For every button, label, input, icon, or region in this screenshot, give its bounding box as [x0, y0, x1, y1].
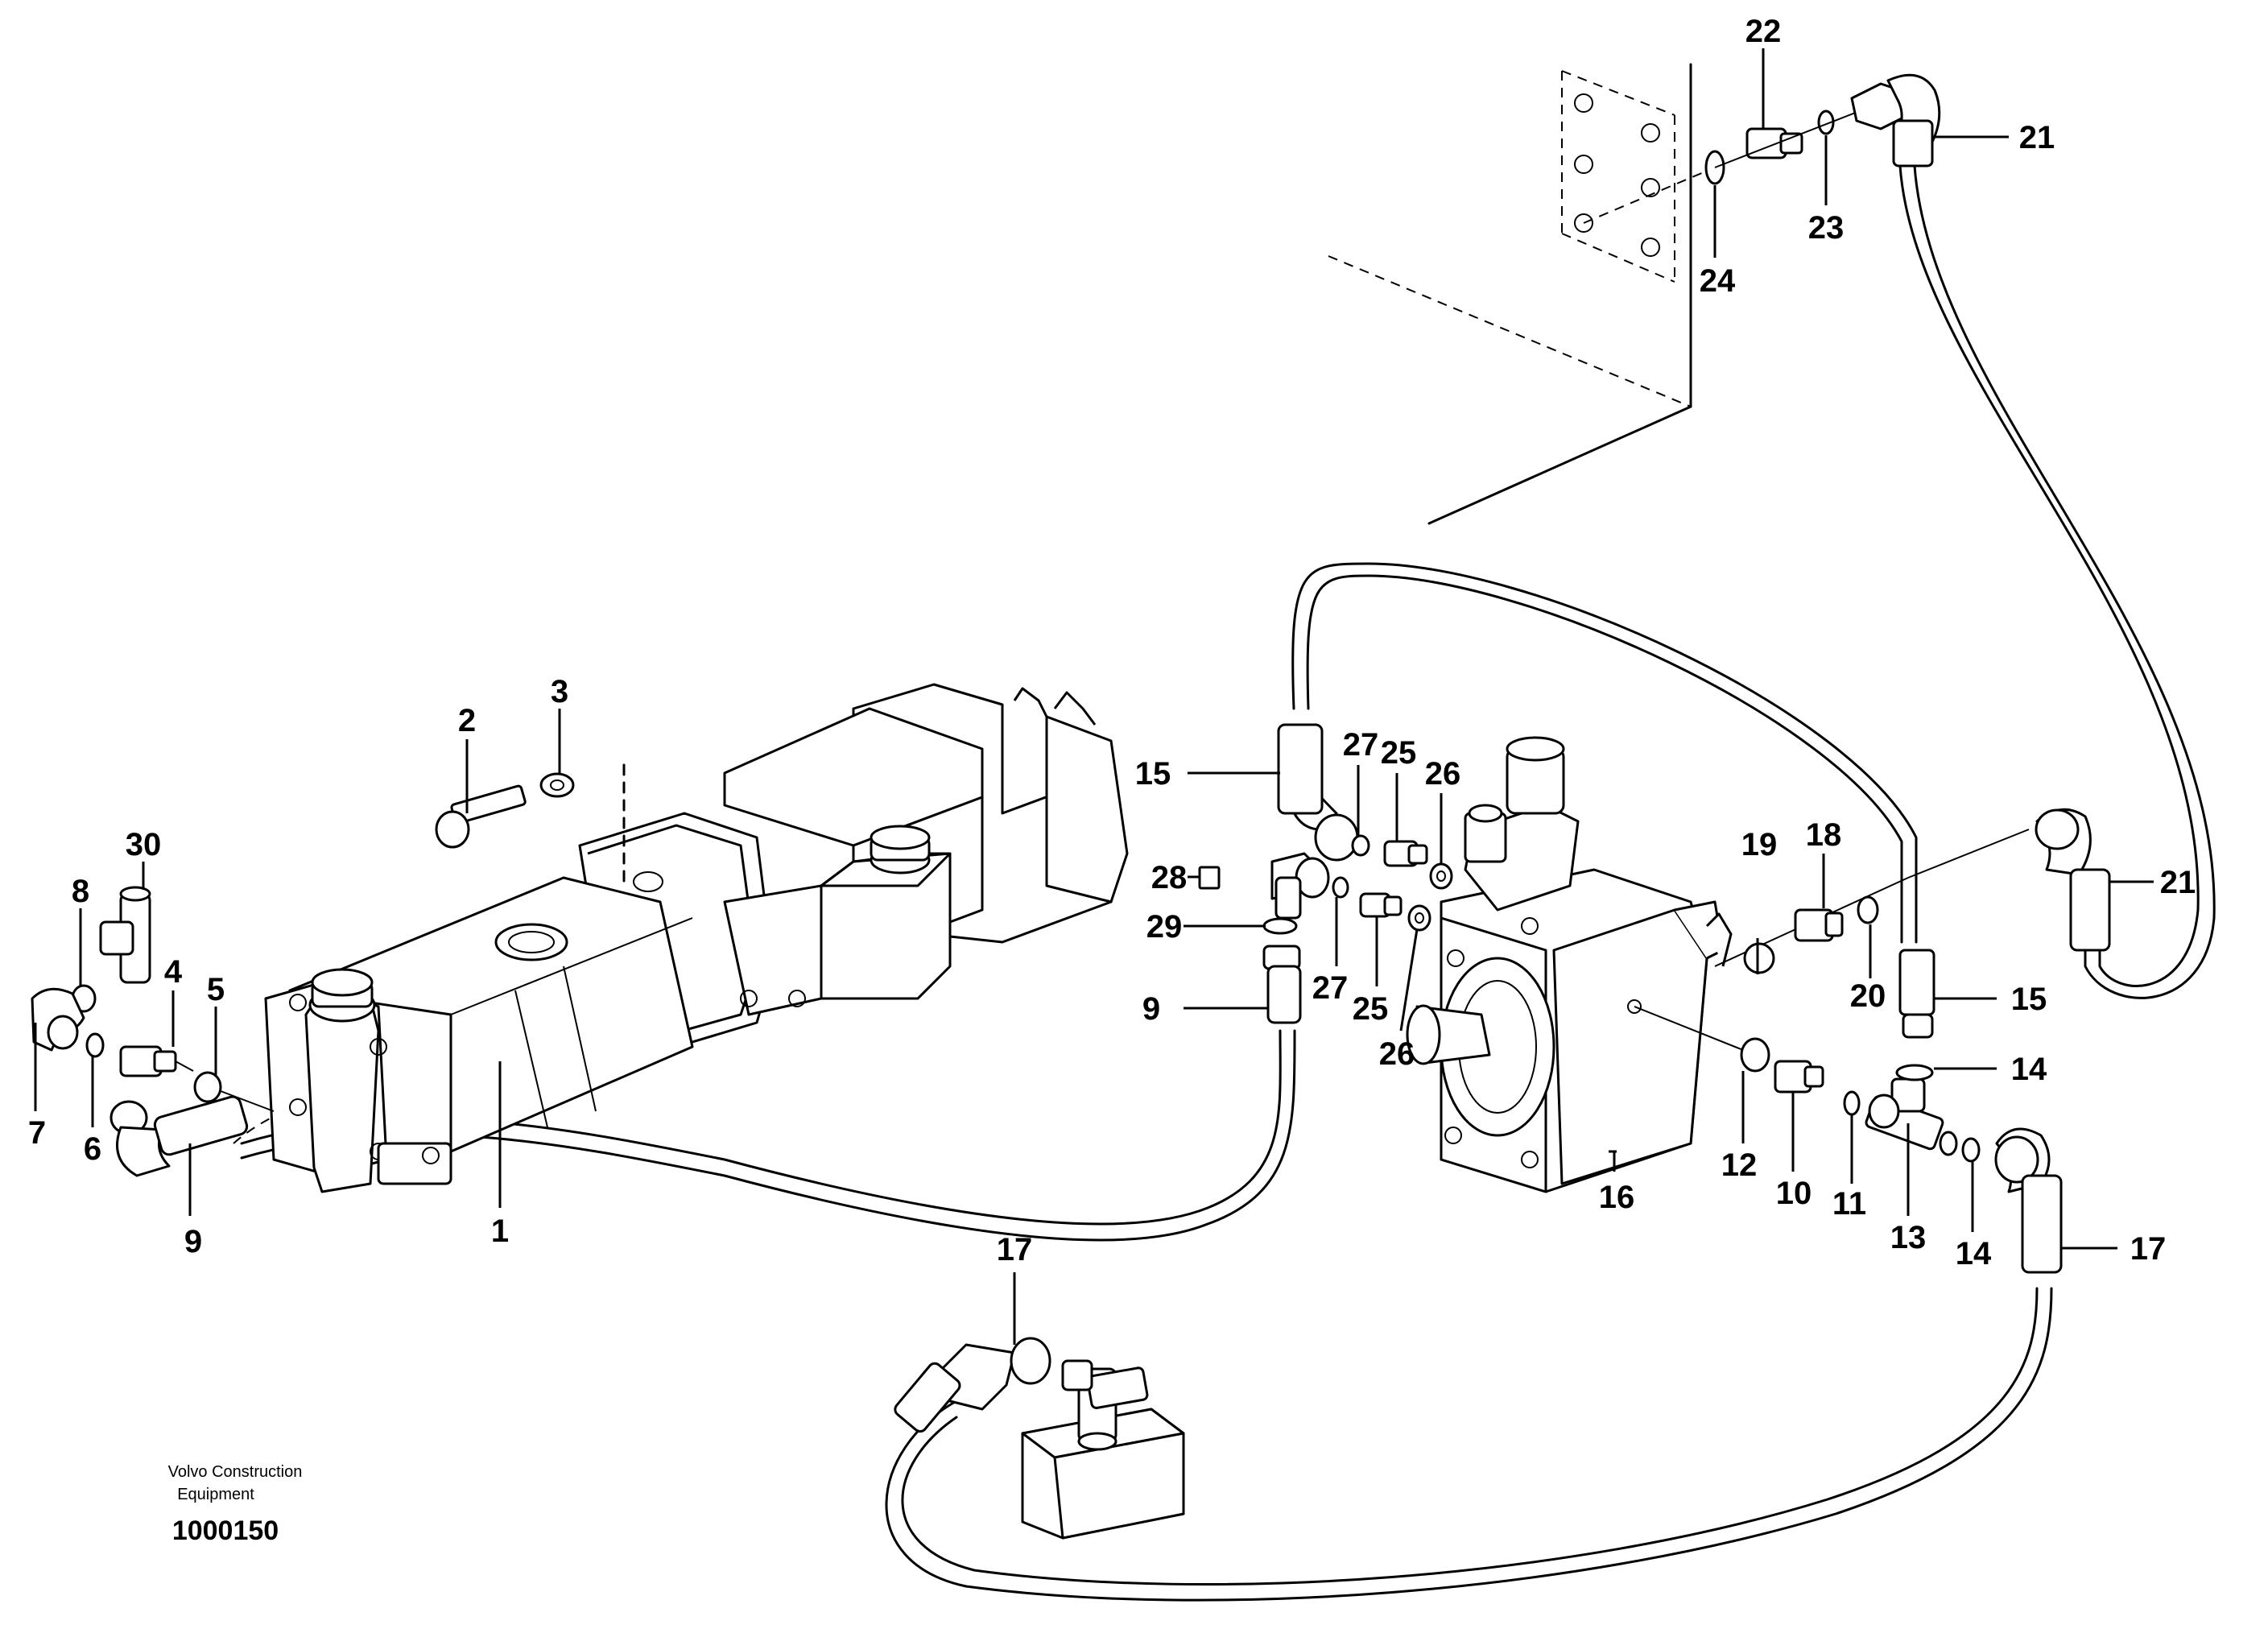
bulkhead-fitting-group [1583, 73, 1941, 224]
callout-8: 8 [72, 874, 89, 909]
pump-assembly-1 [264, 683, 1129, 1193]
callout-1: 1 [491, 1213, 509, 1249]
callout-25-top: 25 [1381, 735, 1417, 771]
callout-29: 29 [1146, 909, 1183, 945]
callout-12: 12 [1721, 1147, 1758, 1183]
callout-15-top: 15 [1135, 756, 1171, 792]
callout-14-top: 14 [2011, 1052, 2047, 1087]
callout-25-bottom: 25 [1353, 991, 1389, 1027]
document-number: 1000150 [172, 1515, 279, 1546]
callout-26-bottom: 26 [1379, 1036, 1415, 1072]
callout-26-top: 26 [1425, 756, 1461, 792]
callout-19: 19 [1741, 827, 1778, 862]
callout-21-right: 21 [2160, 865, 2196, 900]
callout-5: 5 [207, 972, 225, 1007]
callout-27-top: 27 [1343, 727, 1379, 763]
callout-9-right: 9 [1142, 991, 1160, 1027]
callout-20: 20 [1850, 978, 1886, 1014]
o-ring-23 [1817, 110, 1835, 135]
callout-27-bottom: 27 [1312, 970, 1349, 1006]
callout-18: 18 [1806, 817, 1842, 853]
callout-10: 10 [1776, 1176, 1812, 1211]
callout-15-right: 15 [2011, 982, 2047, 1017]
right-fittings [1634, 808, 2111, 1274]
left-fittings [31, 886, 275, 1177]
callout-22: 22 [1745, 14, 1782, 49]
motor-16 [1406, 736, 1733, 1193]
callout-6: 6 [84, 1131, 101, 1167]
middle-fittings [1198, 723, 1453, 1024]
callout-24: 24 [1700, 263, 1736, 299]
frame-bulkhead [1328, 63, 1692, 525]
callout-21-top: 21 [2019, 120, 2055, 155]
callout-17-right: 17 [2130, 1231, 2167, 1267]
callout-labels: 1 2 3 4 5 6 7 8 30 9 15 28 29 9 27 25 26… [28, 14, 2196, 1271]
callout-16: 16 [1599, 1180, 1635, 1215]
callout-17-bottom: 17 [997, 1232, 1033, 1267]
callout-7: 7 [28, 1115, 46, 1151]
callout-11: 11 [1832, 1186, 1866, 1222]
callout-13: 13 [1890, 1220, 1927, 1255]
credit-line-2: Equipment [177, 1486, 254, 1503]
callout-28: 28 [1151, 860, 1188, 895]
credit-line-1: Volvo Construction [168, 1463, 303, 1481]
callout-14-bottom: 14 [1956, 1236, 1992, 1271]
callout-23: 23 [1808, 210, 1845, 246]
callout-4: 4 [164, 954, 183, 990]
callout-2: 2 [458, 703, 476, 738]
callout-30: 30 [126, 827, 162, 862]
bolt-2-washer-3 [435, 763, 626, 887]
callout-3: 3 [551, 674, 568, 709]
reservoir [894, 1337, 1185, 1540]
leader-lines [34, 48, 2154, 1345]
hoses [233, 164, 2216, 1602]
washer-12 [1740, 1037, 1770, 1073]
callout-9-left: 9 [184, 1224, 202, 1259]
